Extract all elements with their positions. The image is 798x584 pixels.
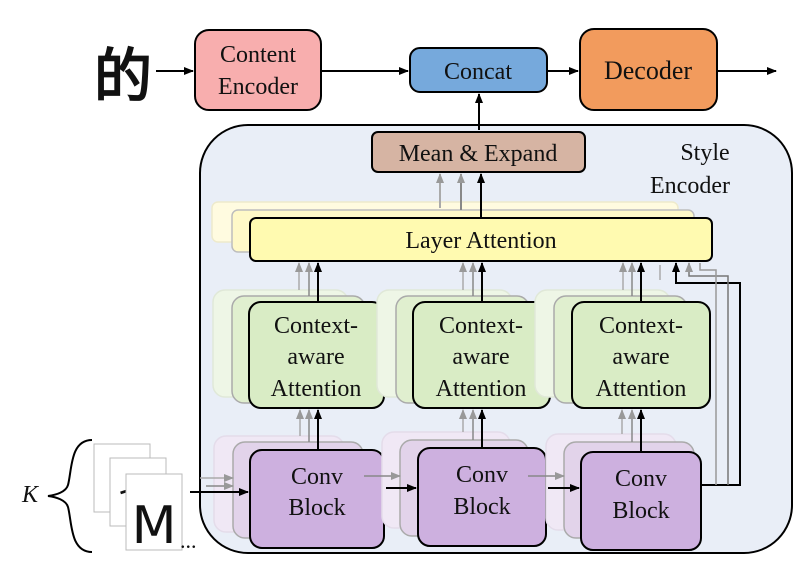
conv-block-group-1: Conv Block [213,409,385,549]
conv-block-group-2: Conv Block [381,409,547,547]
content-encoder-box [194,29,322,111]
conv2-line2: Block [453,494,510,520]
conv1-line2: Block [288,495,345,521]
ctx3-line1: Context- [599,313,683,339]
content-encoder-line1: Content [220,42,296,68]
ctx2-line3: Attention [436,376,527,402]
input-glyph: 的 [94,40,152,110]
style-encoder-label-line2: Encoder [650,173,730,199]
ctx2-line1: Context- [439,313,523,339]
k-brace [47,439,93,553]
decoder-label: Decoder [604,56,692,85]
conv3-line2: Block [612,498,669,524]
style-encoder-label-line1: Style [680,140,729,166]
ctx1-line2: aware [287,344,344,370]
mean-expand-box [371,131,586,173]
concat-box [409,47,548,93]
decoder-box [579,28,718,111]
ctx2-line2: aware [452,344,509,370]
skip-connection-faded-2 [699,263,717,485]
concat-label: Concat [444,59,512,85]
reference-glyph-2: M [132,496,177,556]
layer-attention-box [249,217,713,262]
context-attention-box-3 [571,301,711,409]
mean-expand-label: Mean & Expand [399,141,558,167]
conv-block-box-3 [580,451,702,551]
ctx3-line2: aware [612,344,669,370]
ctx3-line3: Attention [596,376,687,402]
conv1-line1: Conv [291,464,343,490]
ctx1-line1: Context- [274,313,358,339]
reference-glyph-stack: 也 M ... [93,443,197,556]
content-encoder-line2: Encoder [218,74,298,100]
context-attention-group-1: Context- aware Attention [212,262,385,409]
skip-connection-conv3 [672,262,741,486]
k-label: K [21,482,40,508]
conv-block-group-3: Conv Block [545,409,702,551]
reference-ellipsis: ... [180,528,197,553]
input-glyph-text: 的 [94,42,152,110]
layer-attention-label: Layer Attention [405,228,556,254]
conv2-line1: Conv [456,462,508,488]
ctx1-line3: Attention [271,376,362,402]
conv3-line1: Conv [615,466,667,492]
context-attention-group-3: Context- aware Attention [534,262,711,409]
skip-connection-faded-1 [685,262,729,485]
context-attention-group-2: Context- aware Attention [376,262,551,409]
